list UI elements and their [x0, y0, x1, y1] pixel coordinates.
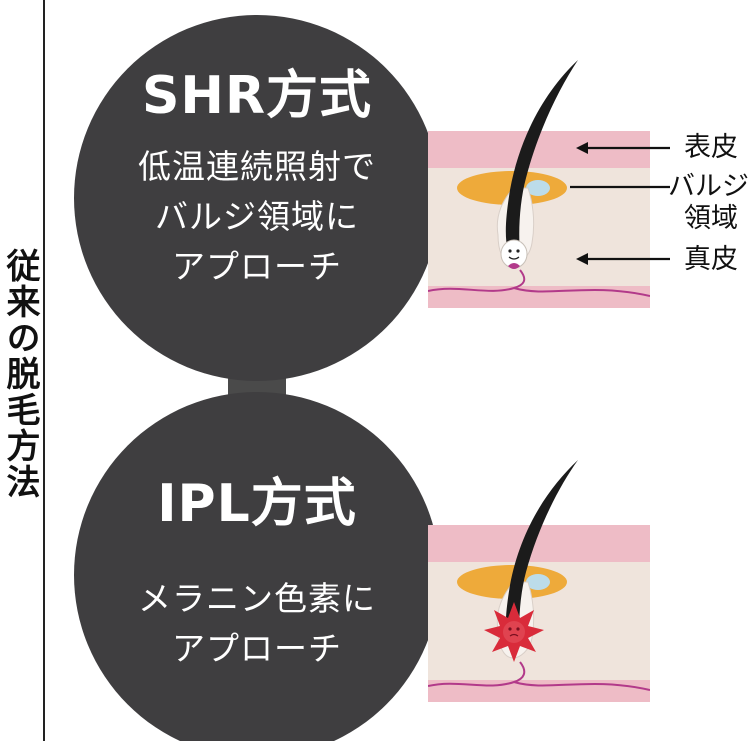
bulb-eye-right	[516, 627, 520, 631]
shr-description-line-1: 低温連続照射で	[138, 147, 376, 186]
ipl-description-line-2: アプローチ	[172, 629, 342, 668]
bulb-eye-left	[508, 249, 512, 253]
ipl-method-title: IPL方式	[157, 474, 357, 534]
bulge-stem-cell	[526, 180, 550, 196]
shr-method-description: 低温連続照射で バルジ領域に アプローチ	[74, 142, 440, 292]
ipl-description-line-1: メラニン色素に	[138, 579, 376, 618]
shr-description-line-3: アプローチ	[172, 247, 342, 286]
shr-method-circle	[74, 15, 440, 381]
nerve-line	[428, 269, 526, 292]
bulge-label-line-2: 領域	[684, 203, 738, 234]
bulge-stem-cell	[526, 574, 550, 590]
epidermis-label: 表皮	[684, 132, 738, 163]
bulb-eye-left	[508, 627, 512, 631]
epidermis-arrowhead	[576, 142, 588, 154]
bulge-label-line-1: バルジ	[668, 171, 749, 202]
callout-arrows	[570, 142, 670, 265]
bulb-mouth	[509, 633, 519, 637]
shr-description-line-2: バルジ領域に	[155, 197, 359, 236]
ipl-method-description: メラニン色素に アプローチ	[74, 574, 440, 674]
dermal-papilla	[508, 263, 520, 269]
bulb-eye-right	[516, 249, 520, 253]
nerve-line-2	[513, 287, 650, 297]
hair-shaft	[505, 60, 578, 252]
sidebar-heading: 従来の脱毛方法	[0, 248, 40, 500]
nerve-line	[428, 661, 526, 687]
sidebar-divider	[43, 0, 45, 741]
ipl-skin-diagram	[428, 460, 650, 702]
bulb-smile	[508, 256, 520, 260]
ipl-method-circle	[74, 392, 440, 741]
dermis-arrowhead	[576, 253, 588, 265]
shr-method-title: SHR方式	[141, 66, 372, 126]
nerve-line-2	[513, 681, 650, 691]
dermis-label: 真皮	[684, 244, 738, 275]
hair-bulb	[503, 621, 525, 643]
